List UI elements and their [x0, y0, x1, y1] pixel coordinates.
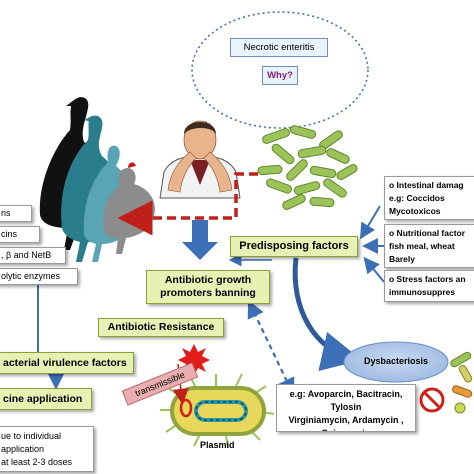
intestinal-damage-box: o Intestinal damag e.g: Coccidos Mycotox… [384, 176, 474, 220]
growth-promoters-banning-box: Antibiotic growth promoters banning [146, 270, 270, 304]
toxins-box: ns [0, 205, 32, 222]
bacteriocins-box: cins [0, 226, 40, 243]
blue-dashed-double-arrow [247, 300, 295, 396]
worried-man-icon [159, 120, 241, 199]
antibiotic-examples-box: e.g: Avoparcin, Bacitracin, Tylosin Virg… [276, 384, 416, 432]
vaccine-note-box: ue to individual application at least 2-… [0, 426, 94, 472]
blue-block-arrow [182, 220, 218, 260]
toxins-netb-box: , β and NetB [0, 247, 66, 264]
virulence-factors-box: acterial virulence factors [0, 352, 134, 374]
enzymes-box: olytic enzymes [0, 268, 78, 285]
antibiotic-resistance-box: Antibiotic Resistance [98, 318, 224, 337]
red-dashed-arrow [117, 172, 258, 236]
plasmid-label: Plasmid [200, 440, 235, 450]
bacteria-cluster-icon [257, 125, 358, 210]
mixed-bacteria-icon [450, 351, 473, 414]
vaccine-application-box: cine application [0, 388, 92, 410]
prohibited-sign-icon [419, 387, 445, 413]
predisposing-factors-box: Predisposing factors [230, 236, 358, 257]
arrow-stress [363, 256, 385, 283]
dysbacteriosis-ellipse [343, 341, 449, 383]
why-label: Why? [262, 66, 298, 85]
necrotic-enteritis-label: Necrotic enteritis [230, 38, 328, 57]
curved-arrow-dysbacteriosis [292, 257, 362, 371]
dysbacteriosis-label: Dysbacteriosis [363, 356, 429, 366]
arrow-intestinal [359, 205, 381, 240]
bacterium-plasmid-icon [160, 373, 275, 449]
nutritional-factors-box: o Nutritional factor fish meal, wheat Ba… [384, 224, 474, 268]
stress-factors-box: o Stress factors an immunosuppres [384, 270, 474, 302]
poultry-silhouettes-icon [39, 97, 155, 263]
